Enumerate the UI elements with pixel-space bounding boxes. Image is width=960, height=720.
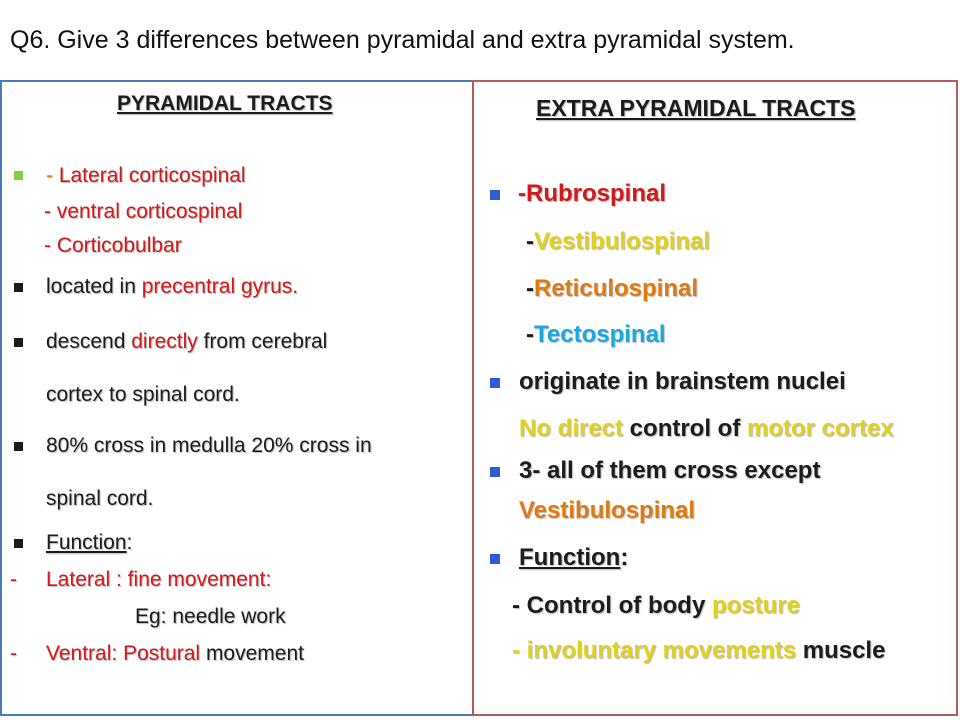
pyramidal-heading: PYRAMIDAL TRACTS [117, 92, 333, 115]
lateral-dash: - [10, 568, 17, 591]
posture-line: - Control of body posture [512, 592, 800, 619]
extrapyramidal-panel: EXTRA PYRAMIDAL TRACTS -Rubrospinal -Ves… [472, 80, 958, 716]
tracts-line-2: - ventral corticospinal [44, 200, 243, 223]
descend-line-1: descend directly from cerebral [46, 330, 328, 353]
function-line: Function: [46, 531, 133, 554]
cross-except-line-2: Vestibulospinal [519, 497, 696, 524]
pyramidal-panel: PYRAMIDAL TRACTS - Lateral corticospinal… [0, 80, 472, 716]
involuntary-line: - involuntary movements muscle [512, 637, 886, 664]
cross-except-line: 3- all of them cross except [519, 457, 821, 484]
lateral-function-line: Lateral : fine movement: [46, 568, 272, 591]
bullet-icon [14, 338, 23, 347]
bullet-icon [14, 442, 23, 451]
function-line: Function: [519, 544, 629, 571]
bullet-icon [14, 171, 23, 180]
bullet-icon [490, 467, 500, 477]
reticulospinal-line: -Reticulospinal [526, 275, 699, 302]
extrapyramidal-heading: EXTRA PYRAMIDAL TRACTS [536, 95, 856, 121]
tracts-line-3: - Corticobulbar [44, 234, 182, 257]
rubrospinal-line: -Rubrospinal [518, 180, 666, 207]
slide-title: Q6. Give 3 differences between pyramidal… [10, 26, 795, 54]
cross-line-2: spinal cord. [46, 487, 154, 510]
vestibulospinal-line: -Vestibulospinal [526, 228, 711, 255]
bullet-icon [14, 539, 23, 548]
bullet-icon [490, 378, 500, 388]
originate-line: originate in brainstem nuclei [519, 368, 846, 395]
tectospinal-line: -Tectospinal [526, 321, 666, 348]
bullet-icon [490, 190, 500, 200]
descend-line-2: cortex to spinal cord. [46, 383, 240, 406]
tracts-line-1: - Lateral corticospinal [46, 164, 246, 187]
bullet-icon [14, 283, 23, 292]
ventral-function-line: Ventral: Postural movement [46, 642, 304, 665]
eg-line: Eg: needle work [135, 605, 286, 628]
located-line: located in precentral gyrus. [46, 275, 299, 298]
ventral-dash: - [10, 642, 17, 665]
no-direct-line: No direct control of motor cortex [519, 415, 894, 442]
bullet-icon [490, 554, 500, 564]
cross-line-1: 80% cross in medulla 20% cross in [46, 434, 372, 457]
